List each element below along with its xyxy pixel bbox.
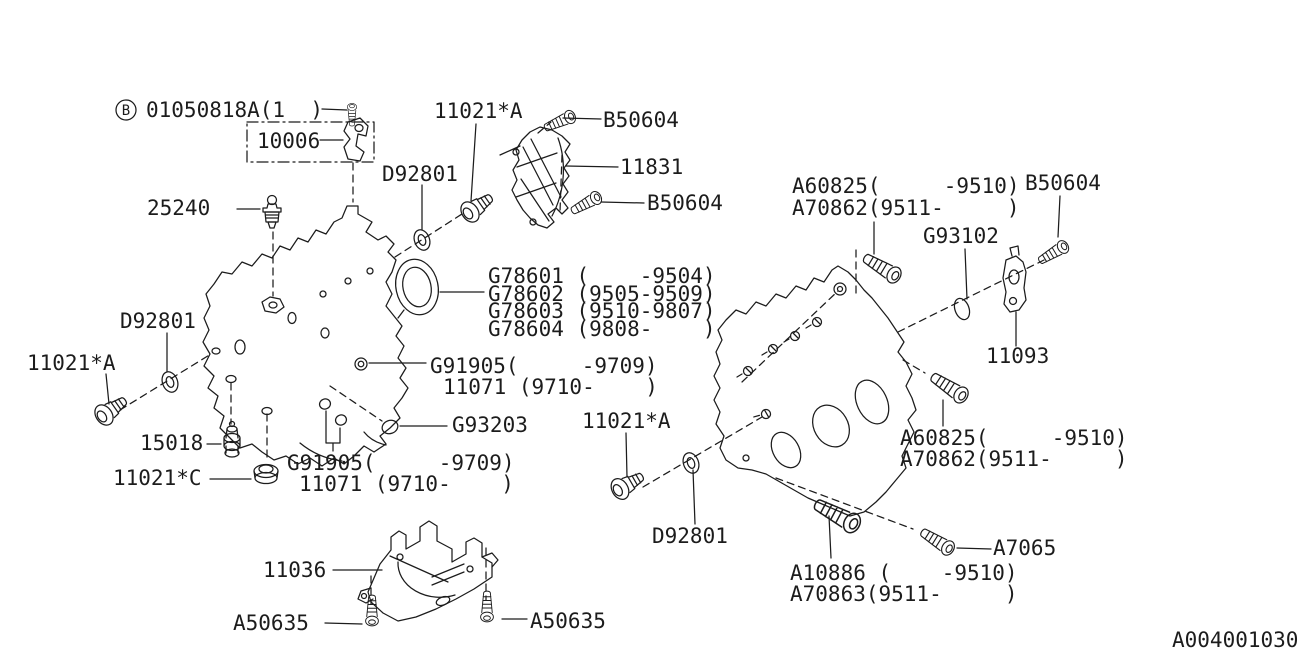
label-25240: 25240 xyxy=(147,196,210,220)
ref-badge-label: B xyxy=(122,103,130,119)
cylinder-block-right-drawing xyxy=(713,265,917,517)
label-a70862-right: A70862(9511- ) xyxy=(900,447,1128,471)
oring-g93102-drawing xyxy=(953,297,971,321)
bolt-icon xyxy=(568,189,605,218)
cover-11831-drawing xyxy=(511,126,571,229)
gasket-g91905-lower-drawing xyxy=(318,398,348,426)
label-11831: 11831 xyxy=(620,155,683,179)
sensor-25240-drawing xyxy=(262,194,282,229)
engine-mount-bracket-11036-drawing xyxy=(357,520,499,622)
label-g78603: G78603 (9510-9807) xyxy=(488,299,716,323)
washer-icon xyxy=(410,226,434,254)
label-g93203: G93203 xyxy=(452,413,528,437)
label-b50604-top: B50604 xyxy=(603,108,679,132)
label-g78604: G78604 (9808- ) xyxy=(488,317,716,341)
label-11021c: 11021*C xyxy=(113,466,202,490)
bolt-icon xyxy=(926,368,972,407)
bracket-10006-drawing xyxy=(343,103,369,162)
label-11093: 11093 xyxy=(986,344,1049,368)
washer-icon xyxy=(158,368,182,396)
oil-seal-drawing xyxy=(395,258,439,319)
figure-code: A004001030 xyxy=(1172,628,1298,652)
label-a70862-top: A70862(9511- ) xyxy=(792,196,1020,220)
part-labels: B 01050818A(1 ) 10006 11021*A B50604 118… xyxy=(27,98,1298,652)
label-11036: 11036 xyxy=(263,558,326,582)
label-g78601: G78601 ( -9504) xyxy=(488,264,716,288)
label-g93102: G93102 xyxy=(923,224,999,248)
face-screw-icon xyxy=(736,365,754,378)
label-11071-top: 11071 (9710- ) xyxy=(443,375,658,399)
label-01050818: 01050818A(1 ) xyxy=(146,98,323,122)
label-a70863: A70863(9511- ) xyxy=(790,582,1018,606)
face-screw-icon xyxy=(783,330,801,343)
flange-screw-icon xyxy=(753,406,773,422)
plug-bolt-icon xyxy=(90,390,133,430)
assembly-group-box xyxy=(246,121,375,163)
label-a50635-right: A50635 xyxy=(530,609,606,633)
label-g91905-lower: G91905( -9709) xyxy=(287,451,515,475)
label-a7065: A7065 xyxy=(993,536,1056,560)
label-11071-lower: 11071 (9710- ) xyxy=(299,472,514,496)
face-screw-icon xyxy=(761,343,779,356)
bolt-icon xyxy=(480,590,494,623)
label-a10886: A10886 ( -9510) xyxy=(790,561,1018,585)
gasket-g91905-drawing xyxy=(354,357,368,371)
label-10006: 10006 xyxy=(257,129,320,153)
label-15018: 15018 xyxy=(140,431,203,455)
bolt-icon xyxy=(917,524,958,559)
label-a50635-left: A50635 xyxy=(233,611,309,635)
plug-bolt-icon xyxy=(606,465,649,504)
ref-badge-circle xyxy=(115,99,137,121)
label-b50604-mid: B50604 xyxy=(647,191,723,215)
plug-11021c-drawing xyxy=(253,463,279,485)
label-a60825-top: A60825( -9510) xyxy=(792,174,1020,198)
bolt-icon xyxy=(859,249,905,287)
plug-bolt-icon xyxy=(456,187,499,227)
cylinder-block-left-drawing xyxy=(202,205,409,467)
label-11021a-left: 11021*A xyxy=(27,351,116,375)
label-a60825-right: A60825( -9510) xyxy=(900,426,1128,450)
bolt-icon xyxy=(541,108,579,135)
label-d92801-top: D92801 xyxy=(382,162,458,186)
label-g91905-top: G91905( -9709) xyxy=(430,354,658,378)
label-d92801-bottom: D92801 xyxy=(652,524,728,548)
label-11021a-top: 11021*A xyxy=(434,99,523,123)
hex-fitting xyxy=(261,296,285,314)
leader-lines xyxy=(105,108,1061,625)
label-11021a-mid: 11021*A xyxy=(582,409,671,433)
label-b50604-right: B50604 xyxy=(1025,171,1101,195)
label-d92801-left: D92801 xyxy=(120,309,196,333)
label-g78602: G78602 (9505-9509) xyxy=(488,282,716,306)
bolt-icon xyxy=(1035,237,1072,268)
plate-11093-drawing xyxy=(1002,245,1027,313)
relief-valve-15018-drawing xyxy=(223,420,241,458)
oring-g93203-drawing xyxy=(381,419,399,435)
